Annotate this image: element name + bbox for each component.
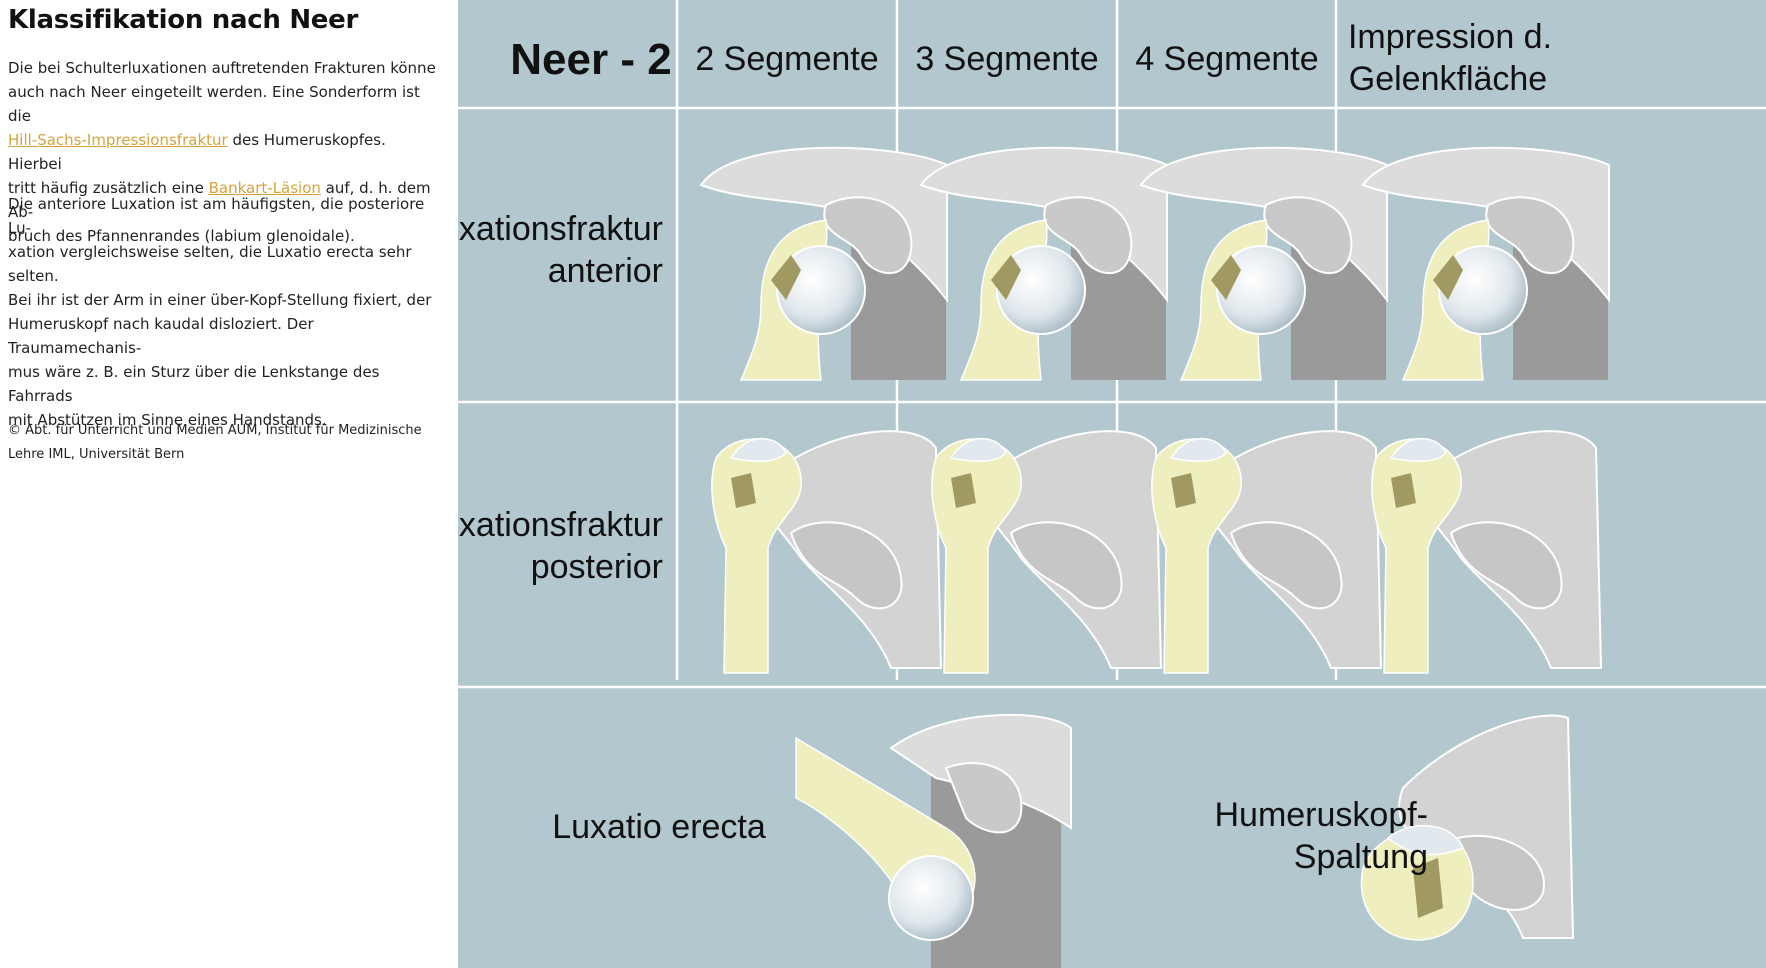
credit-line2: Lehre IML, Universität Bern (8, 447, 185, 462)
image-credit: © Abt. für Unterricht und Medien AUM, In… (8, 419, 438, 467)
column-header-impression-line1: Impression d. (1348, 18, 1552, 56)
illustration-posterior-2seg (710, 430, 942, 674)
article-panel: Klassifikation nach Neer Die bei Schulte… (0, 0, 440, 968)
figure-canvas: Neer - 2 2 Segmente 3 Segmente 4 Segment… (458, 0, 1766, 968)
illustration-anterior-impression (1362, 146, 1610, 381)
p2-line6: mit Abstützen im Sinne eines Handstands. (8, 411, 327, 429)
column-header-4seg: 4 Segmente (1135, 40, 1318, 78)
illustration-head-split (1360, 714, 1575, 941)
illustration-luxatio-erecta (795, 713, 1072, 968)
article-title: Klassifikation nach Neer (8, 5, 358, 35)
illustration-anterior-4seg (1140, 146, 1388, 381)
p1-line1: Die bei Schulterluxationen auftretenden … (8, 59, 436, 77)
credit-line1: © Abt. für Unterricht und Medien AUM, In… (8, 423, 422, 438)
row-label-anterior-line2: anterior (548, 252, 663, 290)
hill-sachs-link[interactable]: Hill-Sachs-Impressionsfraktur (8, 131, 228, 149)
p1-line3: des Humeruskopfes. Hierbei (8, 131, 386, 173)
column-header-impression-line2: Gelenkfläche (1349, 60, 1547, 98)
p1-line5: bruch des Pfannenrandes (labium glenoida… (8, 227, 355, 245)
column-header-2seg: 2 Segmente (695, 40, 878, 78)
illustration-anterior-2seg (700, 146, 948, 381)
p2-line4: Humeruskopf nach kaudal disloziert. Der … (8, 315, 314, 357)
illustration-anterior-3seg (920, 146, 1168, 381)
p2-line5: mus wäre z. B. ein Sturz über die Lenkst… (8, 363, 380, 405)
illustration-posterior-4seg (1150, 430, 1382, 674)
corner-title: Neer - 2 (510, 35, 671, 84)
p2-line3: Bei ihr ist der Arm in einer über-Kopf-S… (8, 291, 432, 309)
column-header-3seg: 3 Segmente (915, 40, 1098, 78)
intro-paragraph: Die bei Schulterluxationen auftretenden … (8, 56, 438, 248)
row-label-posterior-line2: posterior (531, 548, 663, 586)
luxation-paragraph: Die anteriore Luxation ist am häufigsten… (8, 192, 438, 432)
p2-line1: Die anteriore Luxation ist am häufigsten… (8, 195, 425, 237)
neer-classification-figure: Neer - 2 2 Segmente 3 Segmente 4 Segment… (458, 0, 1766, 968)
p2-line2: xation vergleichsweise selten, die Luxat… (8, 243, 412, 285)
row-label-posterior-line1: Luxationsfraktur (458, 506, 663, 544)
bankart-link[interactable]: Bankart-Läsion (208, 179, 321, 197)
label-head-split-line2: Spaltung (1294, 838, 1428, 876)
illustration-posterior-3seg (930, 430, 1162, 674)
p1-line4b: auf, d. h. dem Ab- (8, 179, 431, 221)
illustration-posterior-impression (1370, 430, 1602, 674)
label-luxatio-erecta: Luxatio erecta (552, 808, 766, 846)
p1-line2: auch nach Neer eingeteilt werden. Eine S… (8, 83, 420, 125)
label-head-split-line1: Humeruskopf- (1214, 796, 1428, 834)
row-label-anterior-line1: Luxationsfraktur (458, 210, 663, 248)
p1-line4a: tritt häufig zusätzlich eine (8, 179, 209, 197)
